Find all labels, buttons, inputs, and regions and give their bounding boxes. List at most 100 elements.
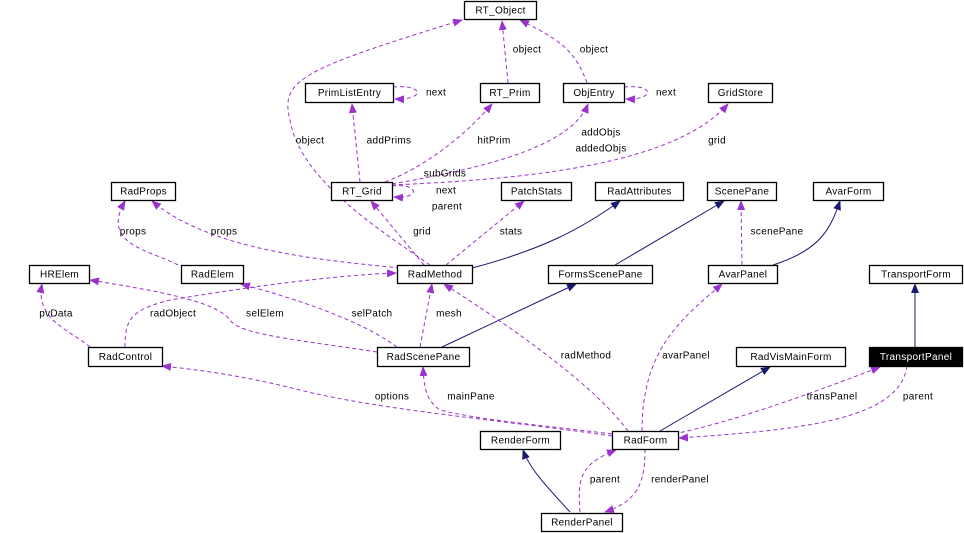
node-label: RadVisMainForm: [750, 352, 831, 363]
node-label: GridStore: [718, 88, 764, 99]
node-label: RadScenePane: [387, 352, 461, 363]
node-box: [87, 346, 164, 368]
edge-label-options: options: [375, 392, 409, 403]
node-gridstore[interactable]: GridStore: [707, 82, 774, 104]
objentry-to-rt-object-edge: [519, 19, 588, 84]
node-label: RadAttributes: [607, 187, 672, 198]
node-box: [868, 264, 964, 285]
node-radvismainform[interactable]: RadVisMainForm: [735, 346, 847, 368]
node-radmethod[interactable]: RadMethod: [396, 264, 474, 285]
node-box: [479, 430, 562, 451]
node-avarform[interactable]: AvarForm: [812, 181, 885, 202]
node-radprops[interactable]: RadProps: [110, 181, 177, 202]
edge-label-selelem: selElem: [246, 309, 284, 320]
node-radscenepane[interactable]: RadScenePane: [376, 346, 471, 368]
node-label: ObjEntry: [573, 88, 614, 99]
edge-label-objentry-object: object: [580, 45, 609, 56]
node-label: TransportPanel: [880, 352, 952, 363]
radform-to-radvismainform-edge: [659, 366, 771, 432]
edge-label-addobjs: addObjs: [581, 128, 620, 139]
node-transportpanel[interactable]: TransportPanel: [868, 346, 964, 368]
node-box: [594, 181, 685, 202]
radscenepane-to-formsscenepane-edge: [441, 283, 577, 348]
radmethod-to-rt-object-edge: [287, 18, 463, 266]
node-label: RadElem: [191, 270, 234, 281]
edge-label-rtprim-object: object: [513, 45, 542, 56]
node-avarpanel[interactable]: AvarPanel: [707, 264, 779, 285]
edge-label-rtgrid-next: next: [436, 186, 456, 197]
node-box: [110, 181, 177, 202]
edge-label-mainpane: mainPane: [447, 392, 495, 403]
radform-to-radcontrol-edge: [161, 362, 613, 437]
node-box: [479, 82, 541, 104]
node-box: [376, 346, 471, 368]
node-label: RenderPanel: [551, 518, 613, 529]
node-radattributes[interactable]: RadAttributes: [594, 181, 685, 202]
node-label: AvarForm: [825, 187, 871, 198]
node-rt-prim[interactable]: RT_Prim: [479, 82, 541, 104]
node-label: TransportForm: [881, 270, 951, 281]
node-hrelem[interactable]: HRElem: [28, 264, 91, 285]
node-box: [540, 512, 624, 533]
node-box: [28, 264, 91, 285]
node-formsscenepane[interactable]: FormsScenePane: [547, 264, 654, 285]
node-label: PrimListEntry: [318, 88, 381, 99]
radmethod-to-radattributes-edge: [471, 200, 621, 269]
rt-grid-to-objentry-edge: [391, 103, 589, 185]
edge-label-renderpanel-parent: parent: [590, 475, 620, 486]
node-radelem[interactable]: RadElem: [180, 264, 245, 285]
node-label: RadProps: [120, 187, 167, 198]
edge-label-selpatch: selPatch: [352, 309, 393, 320]
edge-label-pvdata: pvData: [39, 309, 73, 320]
edge-label-scenepane: scenePane: [751, 227, 804, 238]
node-radform[interactable]: RadForm: [611, 430, 680, 451]
radmethod-to-patchstats-edge: [445, 200, 525, 266]
node-box: [868, 346, 964, 368]
edge-label-radelem-props: props: [120, 227, 147, 238]
edge-label-radmethod: radMethod: [561, 351, 612, 362]
node-radcontrol[interactable]: RadControl: [87, 346, 164, 368]
rt-grid-to-gridstore-edge: [391, 103, 729, 186]
node-renderform[interactable]: RenderForm: [479, 430, 562, 451]
edge-label-hitprim: hitPrim: [477, 136, 510, 147]
node-rt-object[interactable]: RT_Object: [463, 0, 538, 21]
edge-label-radmethod-object: object: [296, 136, 325, 147]
edge-label-renderpanel: renderPanel: [651, 475, 709, 486]
node-label: RT_Grid: [342, 187, 382, 198]
node-objentry[interactable]: ObjEntry: [562, 82, 626, 104]
node-label: RT_Prim: [489, 88, 530, 99]
rt-grid-to-rt-prim-edge: [384, 103, 493, 183]
primlistentry-self-next-edge: [392, 86, 418, 104]
node-box: [180, 264, 245, 285]
node-box: [547, 264, 654, 285]
node-rt-grid[interactable]: RT_Grid: [330, 181, 394, 202]
node-renderpanel[interactable]: RenderPanel: [540, 512, 624, 533]
edge-label-radmethod-props: props: [211, 227, 238, 238]
renderpanel-to-renderform-edge: [522, 449, 571, 513]
radelem-to-radprops-edge: [117, 200, 179, 266]
edge-label-rtgrid-parent: parent: [432, 202, 462, 213]
edge-label-avarpanel: avarPanel: [662, 351, 710, 362]
edge-label-addprims: addPrims: [367, 136, 412, 147]
objentry-self-next-edge: [623, 86, 648, 104]
node-box: [812, 181, 885, 202]
node-box: [562, 82, 626, 104]
node-transportform[interactable]: TransportForm: [868, 264, 964, 285]
node-label: RadForm: [624, 436, 668, 447]
node-scenepane[interactable]: ScenePane: [706, 181, 778, 202]
radcontrol-to-hrelem-edge: [36, 283, 91, 348]
transportpanel-to-radform-edge: [678, 365, 908, 442]
node-label: FormsScenePane: [558, 270, 642, 281]
node-label: RT_Object: [475, 6, 525, 17]
node-label: RadControl: [99, 352, 153, 363]
node-primlistentry[interactable]: PrimListEntry: [304, 82, 395, 104]
node-patchstats[interactable]: PatchStats: [500, 181, 573, 202]
radform-to-transportpanel-edge: [673, 366, 881, 435]
edge-label-grid-gridstore: grid: [708, 136, 726, 147]
node-box: [463, 0, 538, 21]
node-box: [500, 181, 573, 202]
edge-label-primlist-next: next: [426, 88, 446, 99]
rt-grid-self-edges-edge: [391, 185, 414, 202]
radform-to-renderpanel-edge: [604, 448, 646, 513]
